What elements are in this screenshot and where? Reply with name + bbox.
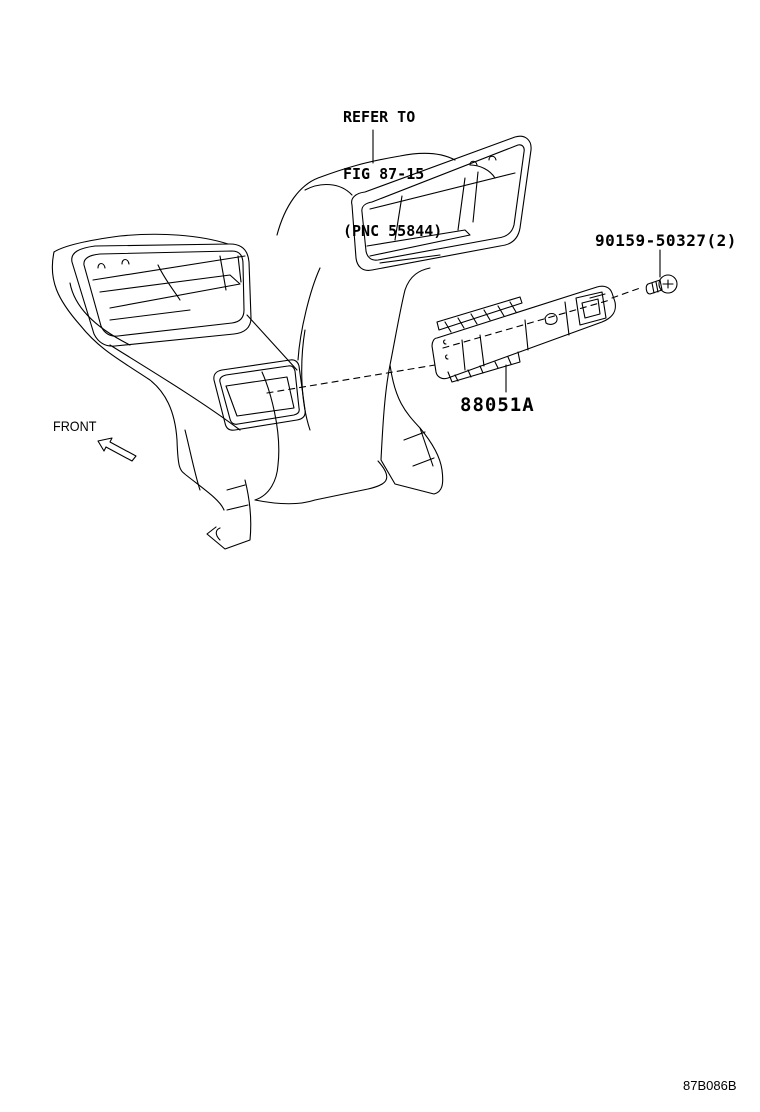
bolt-90159-50327 — [645, 274, 678, 295]
bolt-guide-line — [611, 287, 641, 299]
reference-note-line-1: REFER TO — [343, 108, 416, 126]
air-duct-body — [51, 152, 456, 550]
reference-note: REFER TO FIG 87-15 (PNC 55844) — [343, 70, 442, 279]
front-direction-arrow-icon — [97, 437, 137, 462]
bracket-88051A — [431, 285, 616, 383]
left-air-outlet — [71, 243, 252, 347]
part-number-bolt[interactable]: 90159-50327(2) — [595, 231, 737, 250]
right-air-outlet — [351, 135, 532, 271]
part-number-bracket[interactable]: 88051A — [460, 394, 535, 416]
figure-code: 87B086B — [683, 1078, 737, 1093]
reference-note-line-3: (PNC 55844) — [343, 222, 443, 240]
reference-note-line-2: FIG 87-15 — [343, 165, 425, 183]
center-rear-outlet — [213, 359, 306, 431]
install-guide-line — [266, 364, 436, 394]
front-direction-label: FRONT — [53, 418, 97, 434]
